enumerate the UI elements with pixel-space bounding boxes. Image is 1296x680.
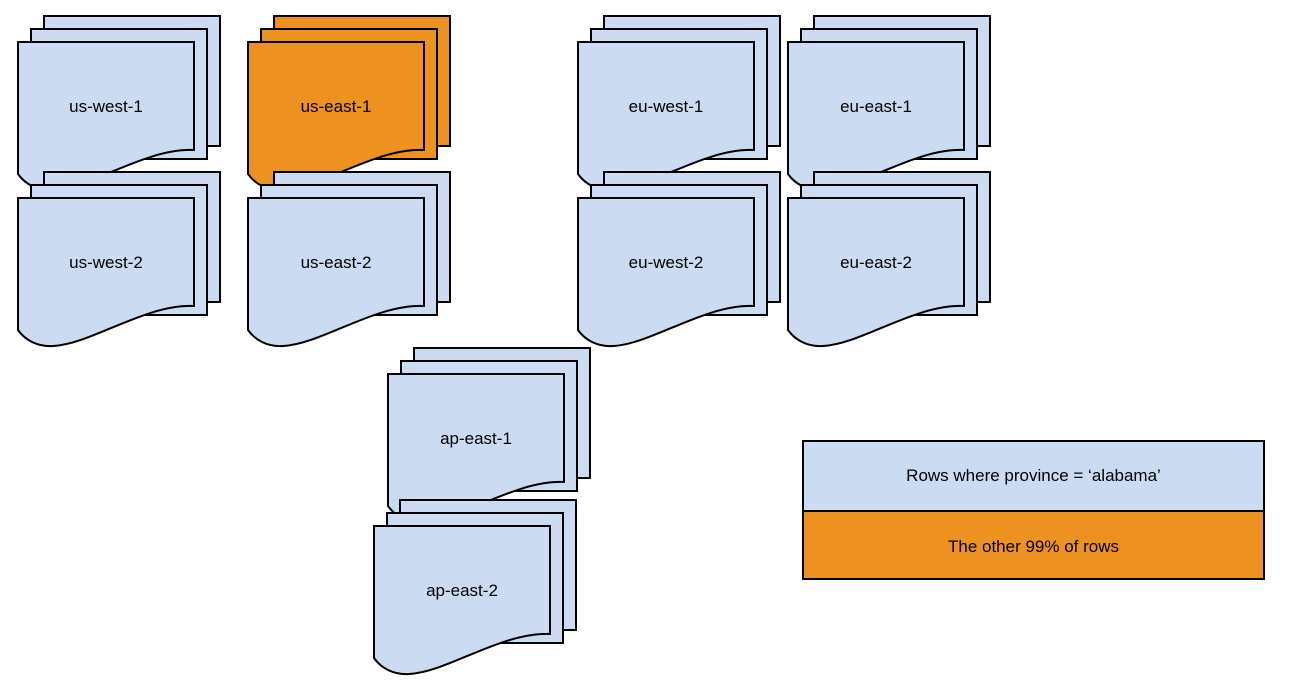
document-stack-eu-west-2[interactable]: eu-west-2 [577, 171, 781, 350]
legend: Rows where province = ‘alabama’ The other… [802, 440, 1265, 580]
document-stack-eu-west-1[interactable]: eu-west-1 [577, 15, 781, 194]
document-sheet-front [577, 197, 755, 348]
legend-row-label: The other 99% of rows [947, 537, 1120, 556]
document-sheet-front [17, 41, 195, 192]
document-stack-shape [247, 171, 451, 348]
document-stack-shape [787, 15, 991, 192]
document-stack-shape [17, 171, 221, 348]
document-stack-shape [17, 15, 221, 192]
document-sheet-front [787, 197, 965, 348]
document-stack-ap-east-1[interactable]: ap-east-1 [387, 347, 591, 526]
document-stack-ap-east-2[interactable]: ap-east-2 [373, 499, 577, 678]
document-sheet-front [247, 41, 425, 192]
document-stack-us-east-2[interactable]: us-east-2 [247, 171, 451, 350]
document-sheet-front [247, 197, 425, 348]
document-stack-shape [387, 347, 591, 524]
legend-row-legend-blue: Rows where province = ‘alabama’ [804, 442, 1263, 512]
document-stack-us-west-1[interactable]: us-west-1 [17, 15, 221, 194]
document-stack-shape [787, 171, 991, 348]
legend-row-label: Rows where province = ‘alabama’ [906, 466, 1161, 485]
legend-row-legend-orange: The other 99% of rows [804, 512, 1263, 578]
document-stack-shape [577, 15, 781, 192]
document-stack-shape [373, 499, 577, 676]
document-stack-shape [247, 15, 451, 192]
document-sheet-front [17, 197, 195, 348]
document-stack-shape [577, 171, 781, 348]
document-stack-eu-east-2[interactable]: eu-east-2 [787, 171, 991, 350]
document-sheet-front [577, 41, 755, 192]
document-sheet-front [787, 41, 965, 192]
document-stack-eu-east-1[interactable]: eu-east-1 [787, 15, 991, 194]
document-sheet-front [373, 525, 551, 676]
document-stack-us-east-1[interactable]: us-east-1 [247, 15, 451, 194]
document-stack-us-west-2[interactable]: us-west-2 [17, 171, 221, 350]
